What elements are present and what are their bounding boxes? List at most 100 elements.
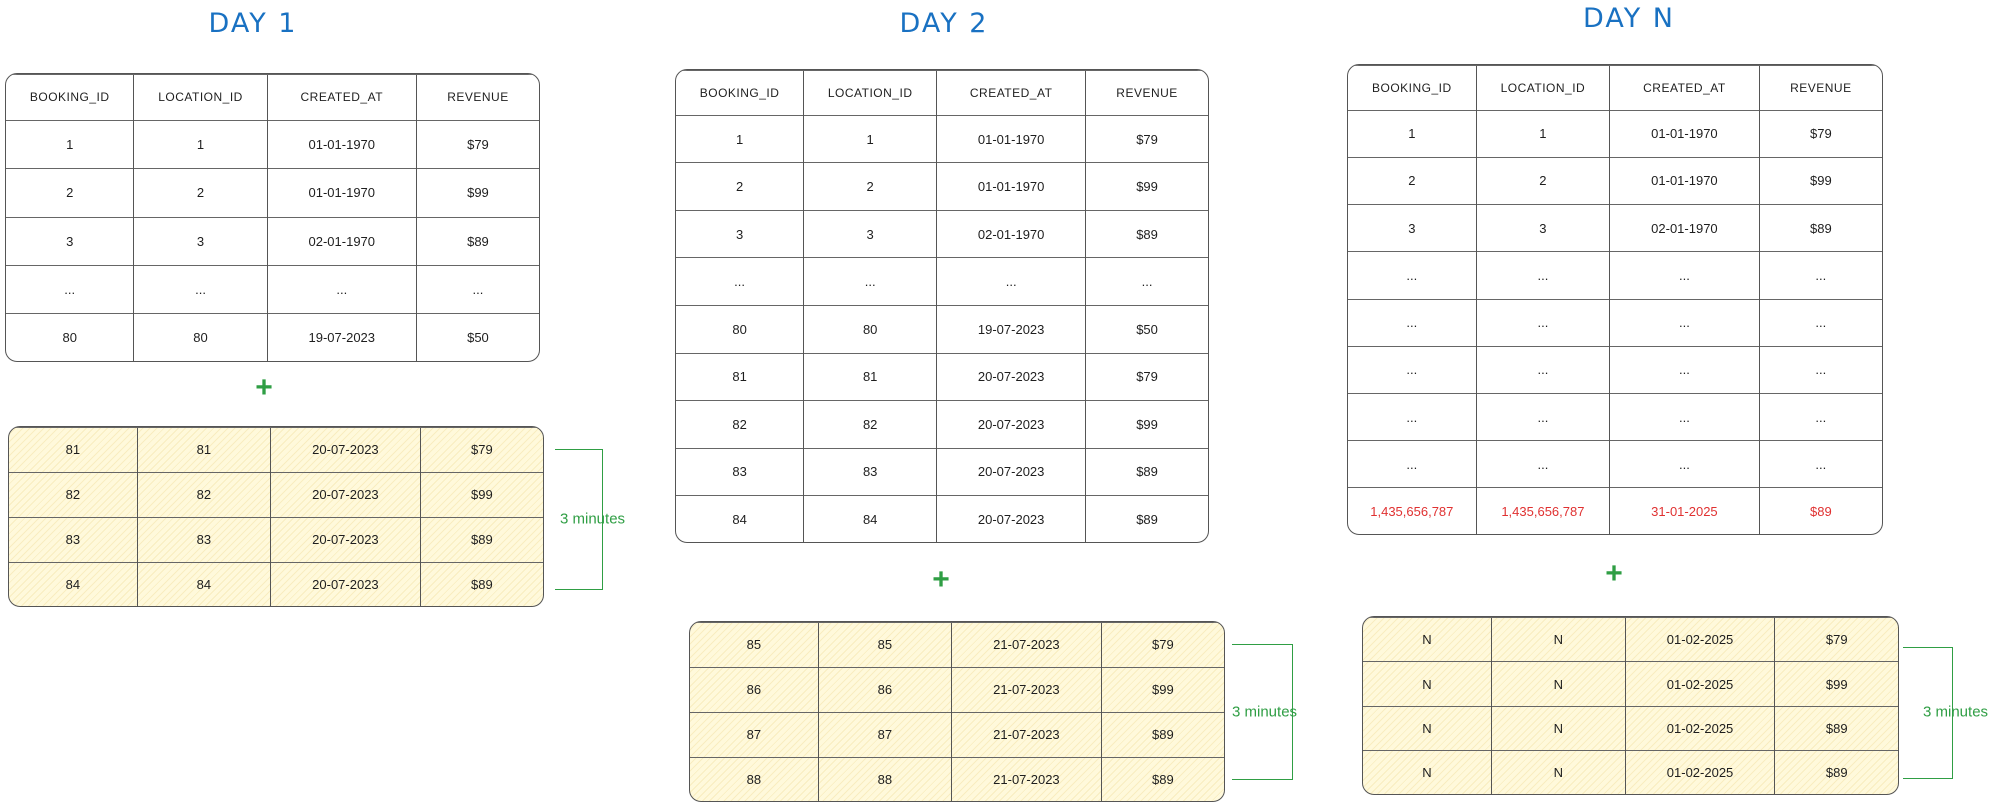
table-cell: 2 bbox=[803, 162, 937, 211]
table-cell: 83 bbox=[136, 516, 271, 563]
table-cell: $79 bbox=[1774, 617, 1898, 662]
table-cell: $89 bbox=[1085, 209, 1208, 258]
column-header: LOCATION_ID bbox=[803, 70, 937, 116]
table-cell: 88 bbox=[817, 756, 952, 801]
table-cell: $99 bbox=[1100, 666, 1224, 713]
table-cell: 02-01-1970 bbox=[266, 216, 417, 266]
table-cell: $79 bbox=[1100, 622, 1224, 668]
table-cell: 01-01-1970 bbox=[1609, 109, 1760, 158]
table-cell: 83 bbox=[9, 516, 138, 563]
table-cell: 84 bbox=[136, 561, 271, 606]
table-cell: 83 bbox=[803, 447, 937, 496]
day-title: DAY 2 bbox=[899, 8, 989, 39]
table-cell: 01-01-1970 bbox=[266, 168, 417, 218]
table-cell: ... bbox=[1348, 345, 1477, 394]
table-cell: $99 bbox=[1758, 156, 1882, 205]
table-cell: 02-01-1970 bbox=[1609, 204, 1760, 252]
table-cell: $99 bbox=[419, 471, 543, 518]
table-cell: 2 bbox=[6, 168, 134, 218]
table-cell: 19-07-2023 bbox=[936, 305, 1086, 354]
table-cell: 83 bbox=[676, 447, 804, 496]
table-cell: $99 bbox=[415, 168, 539, 218]
table-cell: $89 bbox=[1085, 447, 1208, 496]
table-cell: N bbox=[1490, 750, 1626, 794]
table-cell: ... bbox=[1758, 298, 1882, 347]
table-row: ............ bbox=[1348, 345, 1882, 394]
table-cell: 88 bbox=[690, 756, 819, 801]
table-cell: 3 bbox=[1475, 204, 1610, 252]
day-title: DAY 1 bbox=[208, 8, 298, 39]
table-cell: $89 bbox=[1758, 204, 1882, 252]
table-cell: ... bbox=[1609, 345, 1760, 394]
column-header: LOCATION_ID bbox=[133, 74, 268, 121]
table-cell: N bbox=[1363, 661, 1492, 707]
column-header: LOCATION_ID bbox=[1475, 65, 1610, 111]
table-cell: ... bbox=[6, 264, 134, 314]
table-cell: 2 bbox=[1475, 156, 1610, 205]
table-cell: 84 bbox=[676, 495, 804, 542]
table-cell: 20-07-2023 bbox=[936, 400, 1086, 449]
table-cell: 85 bbox=[817, 622, 952, 668]
table-cell: $89 bbox=[1774, 705, 1898, 751]
column-header: CREATED_AT bbox=[936, 70, 1086, 116]
table-cell: 21-07-2023 bbox=[951, 756, 1102, 801]
table-cell: ... bbox=[1475, 345, 1610, 394]
table-cell: ... bbox=[1758, 345, 1882, 394]
table-cell: 2 bbox=[133, 168, 268, 218]
table-cell: $99 bbox=[1085, 162, 1208, 211]
table-cell: 21-07-2023 bbox=[951, 622, 1102, 668]
table-cell: $89 bbox=[415, 216, 539, 266]
table-cell: N bbox=[1490, 661, 1626, 707]
table-cell: 01-01-1970 bbox=[936, 114, 1086, 163]
table-cell: ... bbox=[1085, 257, 1208, 306]
table-cell: 20-07-2023 bbox=[270, 427, 421, 473]
column-header: BOOKING_ID bbox=[6, 74, 134, 121]
table-cell: $79 bbox=[415, 119, 539, 169]
table-cell: 87 bbox=[690, 711, 819, 758]
table-cell: 85 bbox=[690, 622, 819, 668]
table-cell: 86 bbox=[817, 666, 952, 713]
table-cell: N bbox=[1363, 705, 1492, 751]
table-cell: $89 bbox=[1774, 750, 1898, 794]
table-cell: N bbox=[1490, 705, 1626, 751]
table-cell: ... bbox=[1348, 440, 1477, 488]
table-cell: $89 bbox=[419, 561, 543, 606]
table-cell: $89 bbox=[1085, 495, 1208, 542]
duration-label: 3 minutes bbox=[560, 510, 626, 528]
table-cell: 82 bbox=[803, 400, 937, 449]
table-cell: 1 bbox=[676, 114, 804, 163]
table-cell: 19-07-2023 bbox=[266, 313, 417, 361]
table-cell: 20-07-2023 bbox=[936, 495, 1086, 542]
table-cell: 01-02-2025 bbox=[1624, 750, 1775, 794]
table-cell: ... bbox=[803, 257, 937, 306]
table-cell: $89 bbox=[1758, 487, 1882, 534]
table-cell: 01-01-1970 bbox=[266, 119, 417, 169]
table-cell: $99 bbox=[1774, 661, 1898, 707]
table-cell: 01-02-2025 bbox=[1624, 705, 1775, 751]
table-cell: 2 bbox=[1348, 156, 1477, 205]
table-cell: 82 bbox=[136, 471, 271, 518]
table-cell: 82 bbox=[676, 400, 804, 449]
table-cell: 01-02-2025 bbox=[1624, 617, 1775, 662]
table-cell: 80 bbox=[6, 313, 134, 361]
table-cell: 87 bbox=[817, 711, 952, 758]
table-cell: ... bbox=[936, 257, 1086, 306]
table-cell: 81 bbox=[9, 427, 138, 473]
table-cell: 3 bbox=[6, 216, 134, 266]
table-cell: ... bbox=[1348, 251, 1477, 300]
table-cell: 20-07-2023 bbox=[936, 352, 1086, 401]
table-row: ............ bbox=[1348, 440, 1882, 488]
